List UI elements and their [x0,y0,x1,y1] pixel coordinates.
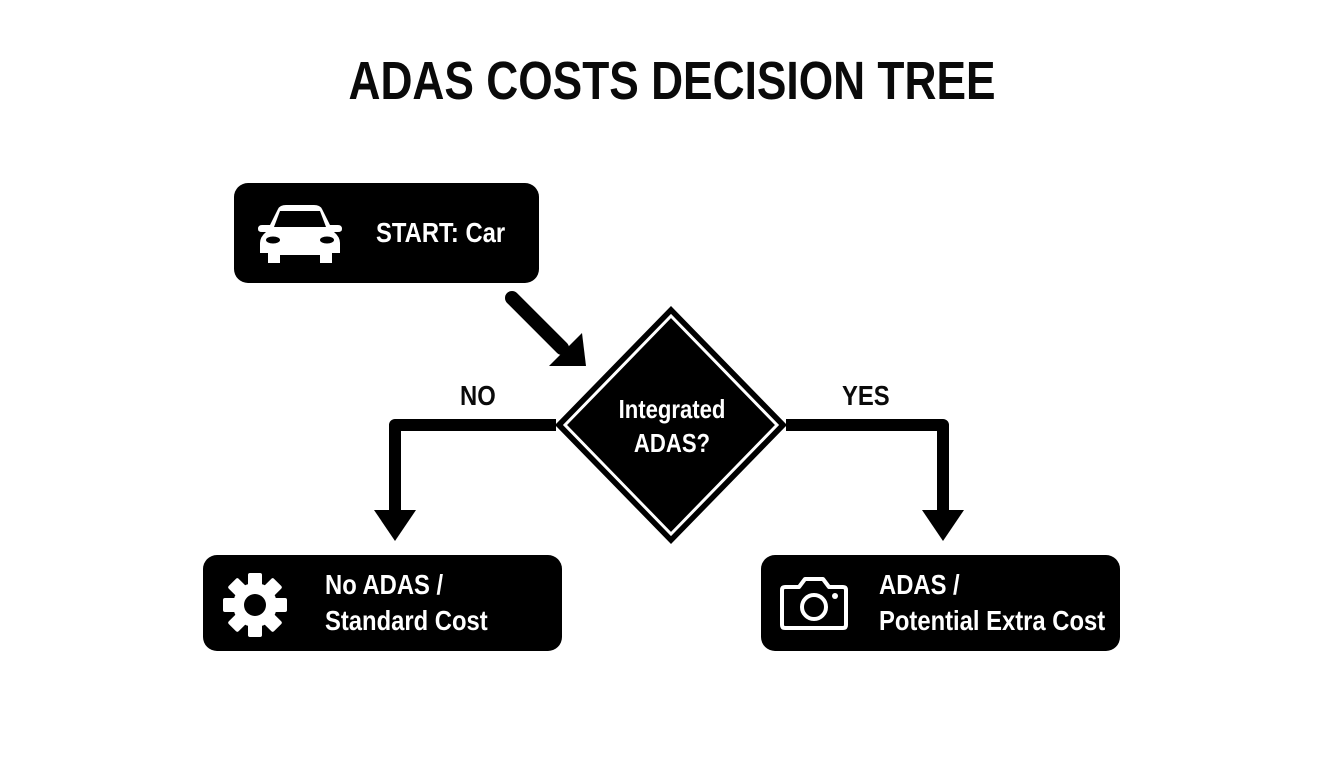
start-arrow [505,291,586,366]
diagram-title: ADAS COSTS DECISION TREE [348,51,996,111]
decision-line-2: ADAS? [633,428,711,458]
no-branch-label: NO [460,380,496,411]
decision-line-1: Integrated [618,394,726,424]
no-adas-node: No ADAS / Standard Cost [203,555,562,651]
adas-node: ADAS / Potential Extra Cost [761,555,1120,651]
decision-diamond [555,306,787,544]
car-icon [256,203,344,270]
adas-label: ADAS / Potential Extra Cost [879,567,1105,639]
camera-icon [779,575,849,636]
adas-line-1: ADAS / [879,569,960,600]
start-node: START: Car [234,183,539,283]
gear-icon [221,571,289,644]
yes-branch-label: YES [842,380,890,411]
yes-connector [786,419,964,541]
adas-line-2: Potential Extra Cost [879,605,1106,636]
decision-label: Integrated ADAS? [587,392,757,460]
no-connector [374,419,556,541]
no-adas-label: No ADAS / Standard Cost [325,567,488,639]
no-adas-line-2: Standard Cost [325,605,488,636]
no-adas-line-1: No ADAS / [325,569,444,600]
start-label: START: Car [376,217,506,248]
